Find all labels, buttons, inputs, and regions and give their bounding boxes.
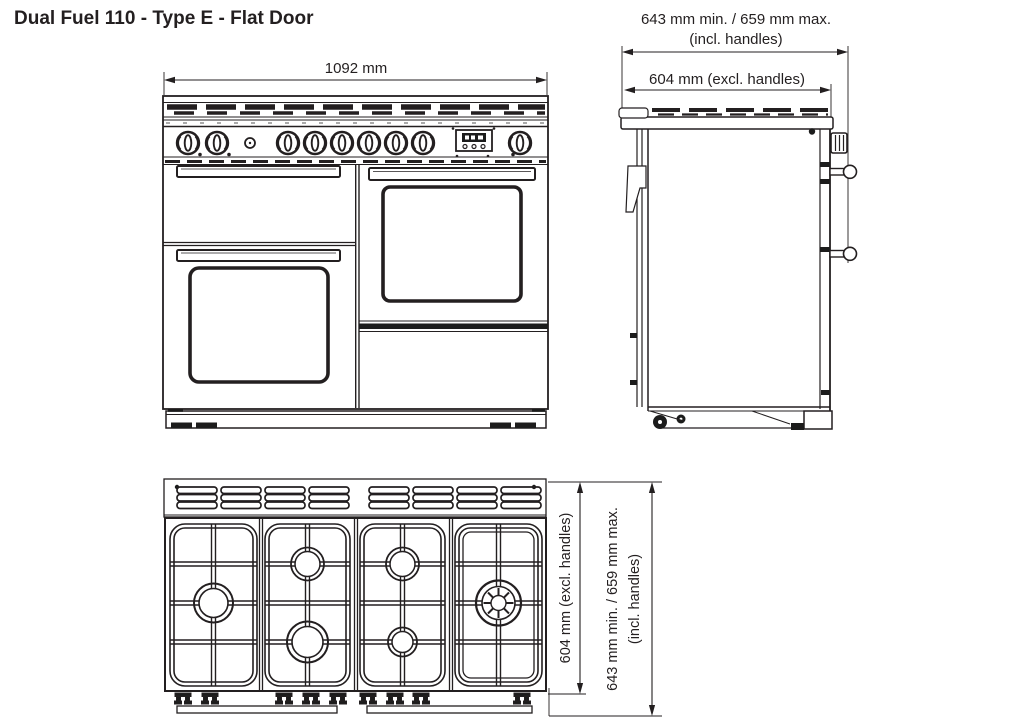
control-knob [356,130,382,156]
plinth [165,409,547,429]
side-hob-band [652,108,830,116]
control-knob [410,130,436,156]
control-knob [175,130,201,156]
left-oven-handle [176,249,341,262]
control-knob [275,130,301,156]
front-handles-top-view [176,705,533,714]
front-face-side [808,128,858,411]
front-view: 1092 mm [162,60,549,429]
grill-door-handle [176,165,341,178]
control-knob [204,130,230,156]
backrail-lip [618,107,649,119]
pan-support-section-4 [454,523,543,687]
control-knob [329,130,355,156]
pan-support-section-3 [359,523,446,687]
door-handle-side [829,164,858,180]
burner-front [286,620,329,664]
grill-door [163,165,355,247]
top-depth-dimensions: 604 mm (excl. handles) 643 mm min. / 659… [548,481,662,717]
side-base [648,406,833,430]
burner-simmer [387,626,418,658]
side-depth-incl-note: (incl. handles) [689,31,782,48]
side-view: 643 mm min. / 659 mm max. (incl. handles… [618,11,858,430]
front-foot [803,410,833,430]
rear-vent-strip [163,478,547,518]
hinge-marks [820,162,830,395]
front-width-dimension: 1092 mm [163,60,548,95]
pan-support-section-1 [169,523,258,687]
hob-front-band [163,102,548,128]
control-knob [383,130,409,156]
pan-support-section-2 [264,523,351,687]
side-depth-excl-label: 604 mm (excl. handles) [649,71,805,88]
main-oven-door [368,167,536,303]
side-depth-incl-label: 643 mm min. / 659 mm max. [641,11,831,28]
grid-feet [174,692,531,705]
vent-slots [176,486,542,510]
control-panel [163,127,548,165]
top-depth-incl-note: (incl. handles) [627,554,643,644]
left-oven-window [188,266,330,384]
clock-timer-display [455,129,493,152]
top-depth-excl-label: 604 mm (excl. handles) [558,513,574,664]
burner-rear [385,546,420,582]
top-depth-incl-label: 643 mm min. / 659 mm max. [605,507,621,691]
front-width-label: 1092 mm [325,60,388,77]
page-title: Dual Fuel 110 - Type E - Flat Door [14,8,314,29]
side-panel-dot [808,128,816,135]
storage-drawer [359,320,548,332]
rear-panel [625,129,649,411]
gas-inlet-bracket [625,165,647,213]
side-depth-excl-dimension: 604 mm (excl. handles) [624,71,832,120]
door-divider [355,165,360,408]
top-view: 604 mm (excl. handles) 643 mm min. / 659… [163,478,662,717]
main-oven-handle [368,167,536,181]
left-oven-door [176,249,341,384]
burner-large [193,582,234,624]
feet [168,409,545,429]
main-oven-window [381,185,523,303]
section-dividers [258,519,454,690]
door-handle-side [829,246,858,262]
worktop-side [620,116,834,130]
control-knob [302,130,328,156]
burner-rear [290,546,325,582]
wok-burner [474,579,523,627]
control-knob [507,130,533,156]
side-depth-incl-dimension: 643 mm min. / 659 mm max. (incl. handles… [621,11,849,263]
